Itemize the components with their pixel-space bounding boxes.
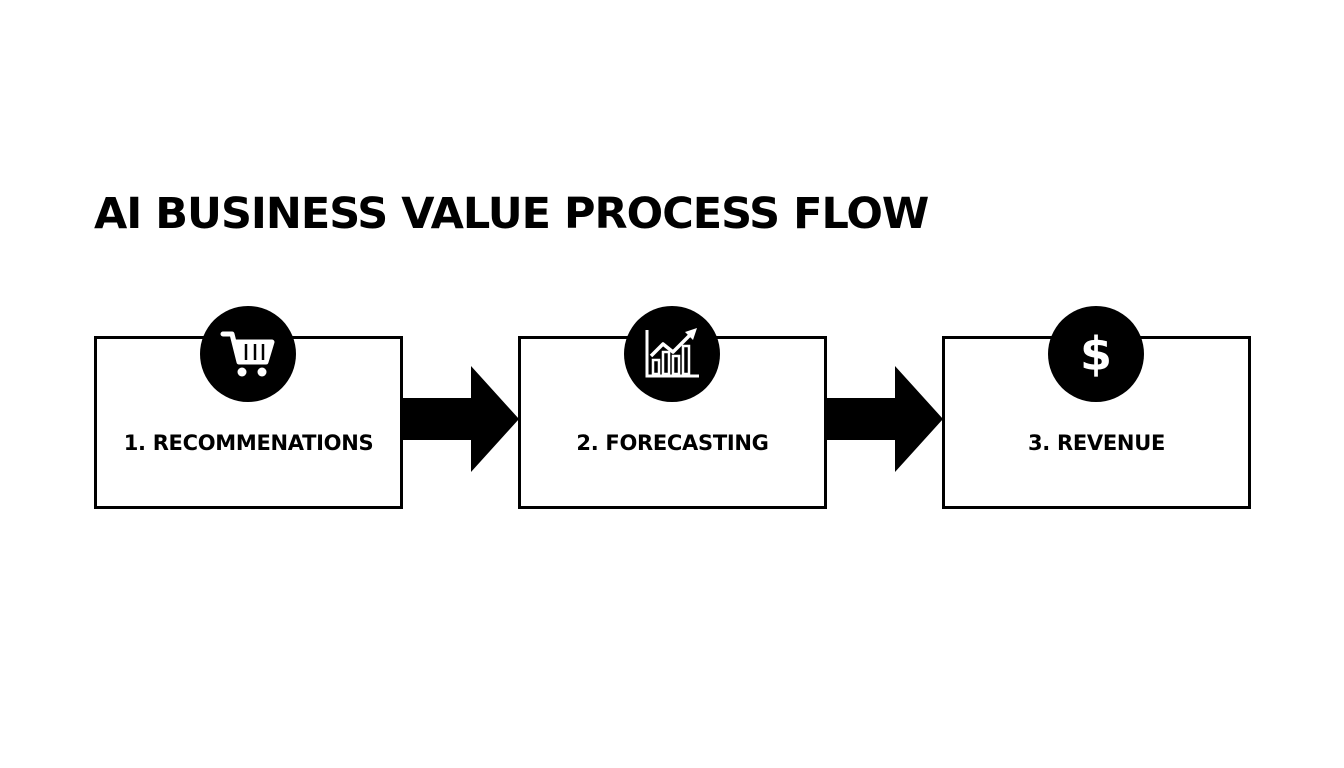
step-label: 2. FORECASTING — [576, 431, 769, 455]
arrow-step2-to-step3 — [825, 366, 943, 472]
dollar-icon: $ — [1048, 306, 1144, 402]
shopping-cart-icon — [200, 306, 296, 402]
step-label: 3. REVENUE — [1028, 431, 1165, 455]
step-label: 1. RECOMMENATIONS — [123, 431, 374, 455]
diagram-title: AI BUSINESS VALUE PROCESS FLOW — [94, 189, 929, 239]
trending-chart-icon — [624, 306, 720, 402]
arrow-step1-to-step2 — [401, 366, 519, 472]
dollar-sign: $ — [1079, 327, 1112, 381]
